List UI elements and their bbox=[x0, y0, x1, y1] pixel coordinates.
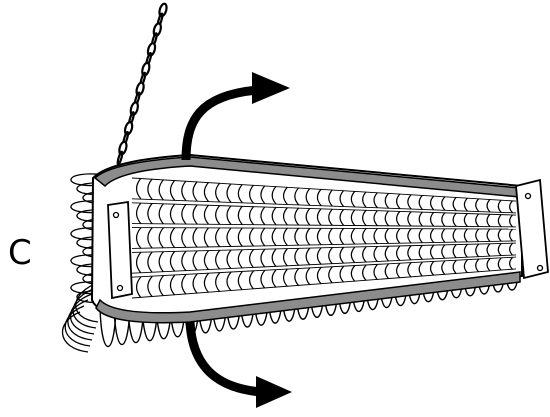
right-plate-bolt-bottom bbox=[538, 266, 543, 271]
left-plate-bolt-top bbox=[114, 213, 119, 218]
arrow-down-icon bbox=[190, 322, 292, 408]
panel-label: C bbox=[8, 236, 32, 270]
right-plate-bolt-top bbox=[526, 194, 531, 199]
arrow-up-icon bbox=[186, 72, 290, 160]
left-plate-bolt-bottom bbox=[118, 286, 123, 291]
chain-link bbox=[117, 151, 123, 164]
left-end-plate bbox=[108, 202, 132, 298]
chain-icon bbox=[117, 3, 168, 165]
